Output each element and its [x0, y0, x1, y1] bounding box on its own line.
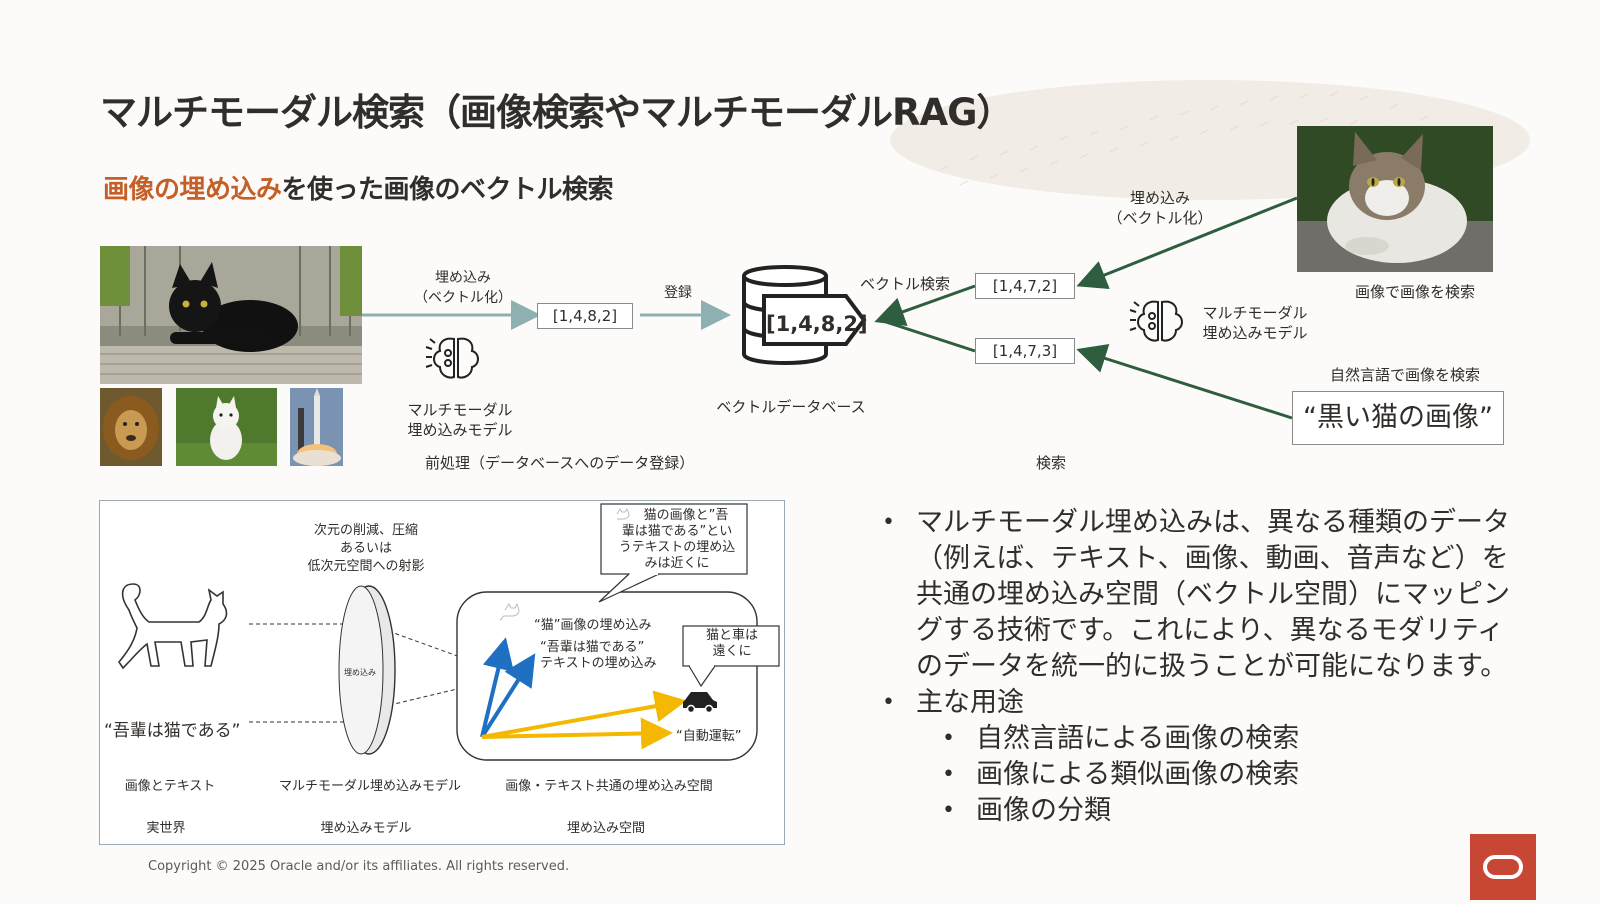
bubble-near-line2: 輩は猫である”とい — [621, 524, 733, 539]
search-section-label: 検索 — [1035, 454, 1066, 472]
lion-photo — [100, 388, 162, 466]
col1-title: 実世界 — [146, 821, 186, 836]
subtitle-rest: を使った画像のベクトル検索 — [281, 175, 614, 205]
model-label-right: マルチモーダル 埋め込みモデル — [1195, 303, 1315, 343]
car-icon — [683, 692, 717, 714]
black-cat-photo — [100, 246, 362, 384]
bubble-near-line1: 猫の画像と”吾 — [643, 508, 729, 523]
brain-icon — [425, 337, 479, 379]
db-vector: [1,4,8,2] — [766, 312, 868, 336]
model-label-right-line1: マルチモーダル — [1202, 304, 1308, 322]
right-embed-label: 埋め込み （ベクトル化） — [1105, 188, 1215, 228]
model-label-left-line1: マルチモーダル — [407, 401, 513, 419]
description-bullets: マルチモーダル埋め込みは、異なる種類のデータ（例えば、テキスト、画像、動画、音声… — [880, 505, 1520, 829]
text-embed-line1: “吾輩は猫である” — [540, 640, 645, 655]
text-embed-line2: テキストの埋め込み — [540, 656, 657, 671]
right-embed-line2: （ベクトル化） — [1107, 209, 1213, 227]
image-search-label: 画像で画像を検索 — [1354, 283, 1475, 301]
text-phrase: “吾輩は猫である” — [104, 721, 241, 741]
bubble-near-line4: みは近くに — [644, 556, 710, 571]
db-label: ベクトルデータベース — [716, 398, 866, 416]
rocket-photo — [290, 388, 343, 466]
text-query-vector: [1,4,7,3] — [975, 338, 1075, 364]
oracle-logo-icon — [1483, 855, 1523, 879]
bubble-near-line3: うテキストの埋め込 — [618, 540, 736, 555]
model-label-right-line2: 埋め込みモデル — [1202, 324, 1308, 342]
preprocess-label: 前処理（データベースへのデータ登録） — [425, 454, 695, 472]
bullet-uses-title: 主な用途 — [880, 685, 1520, 721]
database-icon — [742, 265, 867, 365]
bubble-far-text: 猫と車は 遠くに — [685, 628, 779, 660]
col3-desc: 画像・テキスト共通の埋め込み空間 — [505, 779, 713, 794]
bubble-near-text: 猫の画像と”吾 輩は猫である”とい うテキストの埋め込 みは近くに — [606, 508, 748, 572]
projection-line2: あるいは — [339, 541, 392, 556]
col2-title: 埋め込みモデル — [320, 821, 412, 836]
col2-desc: マルチモーダル埋め込みモデル — [278, 779, 461, 794]
section-subtitle: 画像の埋め込みを使った画像のベクトル検索 — [103, 169, 614, 206]
bullet-main: マルチモーダル埋め込みは、異なる種類のデータ（例えば、テキスト、画像、動画、音声… — [880, 505, 1520, 685]
right-embed-line1: 埋め込み — [1129, 189, 1190, 207]
col1-desc: 画像とテキスト — [124, 779, 216, 794]
dog-photo — [176, 388, 277, 466]
bullet-use-item: 自然言語による画像の検索 — [880, 721, 1520, 757]
subtitle-highlight: 画像の埋め込み — [103, 175, 282, 205]
register-label: 登録 — [664, 285, 692, 301]
brain-icon — [1129, 300, 1183, 342]
lens-label: 埋め込み — [344, 668, 376, 677]
natural-language-query: “黒い猫の画像” — [1292, 391, 1504, 445]
vector-search-label: ベクトル検索 — [859, 275, 950, 293]
bullet-use-item: 画像の分類 — [880, 793, 1520, 829]
copyright: Copyright © 2025 Oracle and/or its affil… — [148, 859, 570, 874]
auto-drive-label: “自動運転” — [676, 729, 742, 744]
model-label-left: マルチモーダル 埋め込みモデル — [400, 400, 520, 440]
cat-embed-label: “猫”画像の埋め込み — [534, 618, 652, 633]
bullet-use-item: 画像による類似画像の検索 — [880, 757, 1520, 793]
register-vector: [1,4,8,2] — [537, 303, 633, 329]
col3-title: 埋め込み空間 — [566, 821, 645, 836]
tabby-cat-photo — [1297, 126, 1493, 272]
text-search-label: 自然言語で画像を検索 — [1329, 366, 1480, 384]
page-title: マルチモーダル検索（画像検索やマルチモーダルRAG） — [100, 91, 1013, 134]
embed-label-line1: 埋め込み — [435, 270, 491, 286]
embed-label-line2: （ベクトル化） — [414, 290, 512, 306]
oracle-logo — [1470, 834, 1536, 900]
bubble-far-line1: 猫と車は — [705, 628, 758, 643]
text-embed-label: “吾輩は猫である” テキストの埋め込み — [540, 640, 657, 672]
projection-line1: 次元の削減、圧縮 — [313, 523, 418, 538]
model-label-left-line2: 埋め込みモデル — [407, 421, 513, 439]
image-query-vector: [1,4,7,2] — [975, 273, 1075, 299]
embed-label: 埋め込み （ベクトル化） — [408, 268, 518, 308]
projection-line3: 低次元空間への射影 — [307, 559, 425, 574]
bubble-far-line2: 遠くに — [712, 644, 752, 659]
concept-diagram-graphics — [118, 503, 780, 761]
projection-label: 次元の削減、圧縮 あるいは 低次元空間への射影 — [296, 522, 436, 576]
